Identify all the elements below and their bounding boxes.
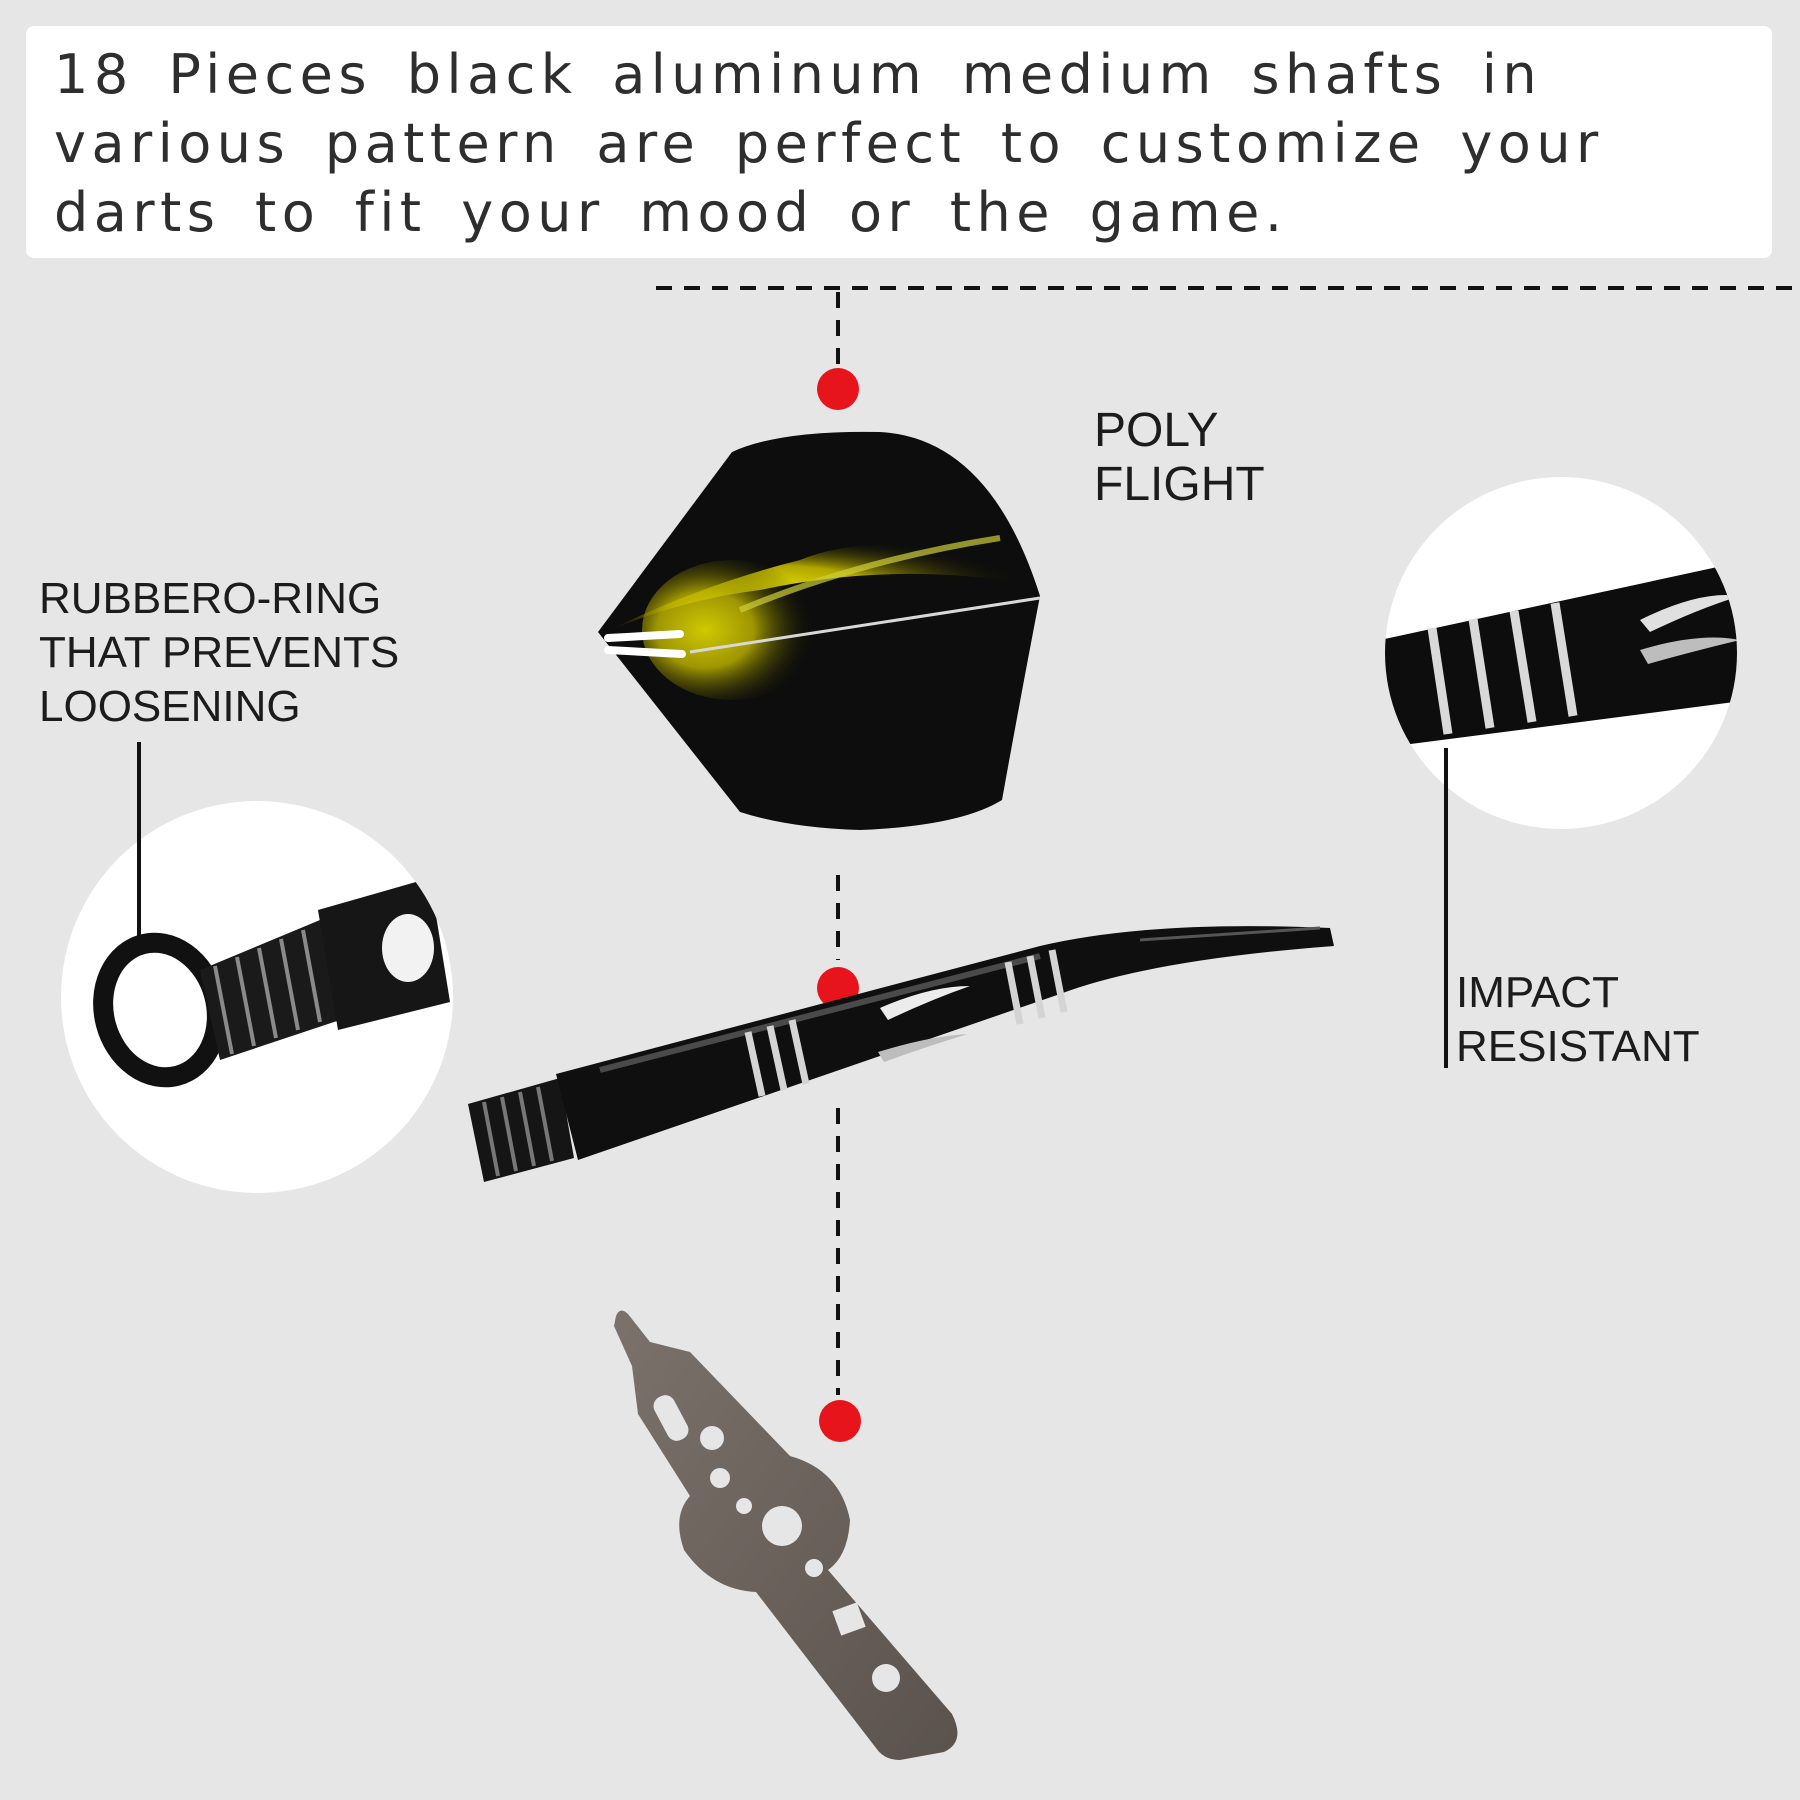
tool-marker <box>819 1400 861 1442</box>
headline-box: 18 Pieces black aluminum medium shafts i… <box>26 26 1772 258</box>
impact-detail-circle <box>1385 477 1737 1068</box>
impact-label-line1: IMPACT <box>1456 968 1619 1017</box>
poly-flight-label-line1: POLY <box>1094 404 1219 457</box>
rubber-ring-label-line3: LOOSENING <box>39 682 301 731</box>
poly-flight-label-line2: FLIGHT <box>1094 458 1265 511</box>
flight-marker <box>817 368 859 410</box>
guide-lines <box>656 286 1800 1395</box>
rubber-ring-label: RUBBERO-RING THAT PREVENTS LOOSENING <box>39 572 399 734</box>
impact-label-line2: RESISTANT <box>1456 1022 1700 1071</box>
headline-text: 18 Pieces black aluminum medium shafts i… <box>54 43 1604 244</box>
aluminum-shaft-illustration <box>468 926 1334 1182</box>
poly-flight-label: POLY FLIGHT <box>1094 404 1265 512</box>
impact-resistant-label: IMPACT RESISTANT <box>1456 966 1700 1074</box>
rubber-ring-label-line1: RUBBERO-RING <box>39 574 382 623</box>
multi-tool-illustration <box>614 1310 958 1760</box>
ring-detail-circle <box>61 742 453 1193</box>
rubber-ring-label-line2: THAT PREVENTS <box>39 628 400 677</box>
poly-flight-illustration <box>598 431 1041 830</box>
